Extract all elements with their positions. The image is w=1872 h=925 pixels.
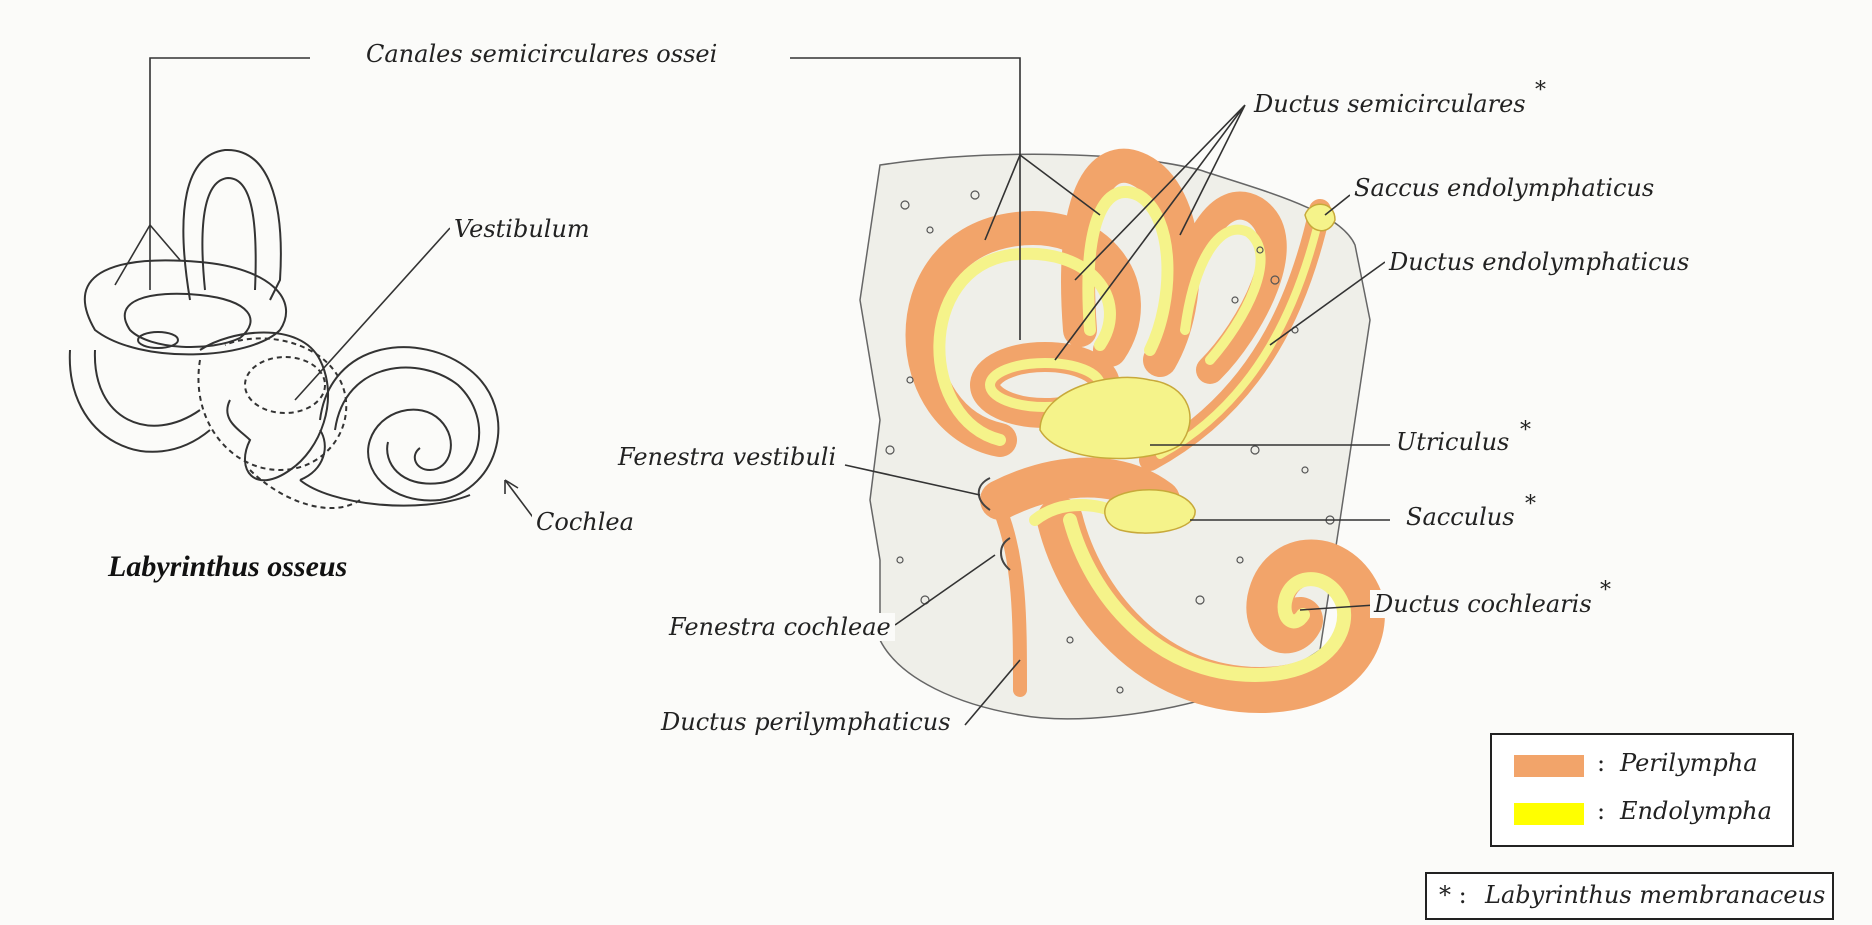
label-ductus-cochlearis: Ductus cochlearis — [1370, 590, 1596, 618]
legend-colon-perilympha: : — [1597, 749, 1605, 777]
label-saccus-endolymphaticus: Saccus endolymphaticus — [1350, 174, 1658, 202]
label-sacculus: Sacculus — [1402, 503, 1519, 531]
legend-membranaceus-label: Labyrinthus membranaceus — [1485, 881, 1825, 909]
title-labyrinthus-osseus: Labyrinthus osseus — [108, 550, 347, 584]
legend-membranaceus-key: * : — [1439, 881, 1467, 909]
label-canales-semicirculares-ossei: Canales semicirculares ossei — [362, 40, 721, 68]
legend-label-perilympha: Perilympha — [1620, 749, 1758, 777]
legend-swatch-endolympha — [1514, 803, 1584, 825]
asterisk-ductus-cochlearis: * — [1600, 578, 1611, 603]
label-fenestra-cochleae: Fenestra cochleae — [665, 613, 895, 641]
legend-colon-endolympha: : — [1597, 797, 1605, 825]
bony-labyrinth-drawing — [70, 150, 499, 508]
legend-membranaceus-box: * : Labyrinthus membranaceus — [1425, 872, 1834, 920]
label-vestibulum: Vestibulum — [450, 215, 594, 243]
legend-label-endolympha: Endolympha — [1620, 797, 1772, 825]
legend-swatch-perilympha — [1514, 755, 1584, 777]
asterisk-utriculus: * — [1520, 418, 1531, 443]
sacculus-blob — [1105, 490, 1195, 533]
label-cochlea: Cochlea — [532, 508, 638, 536]
label-utriculus: Utriculus — [1392, 428, 1513, 456]
legend-box: : Perilympha : Endolympha — [1490, 733, 1794, 847]
asterisk-ductus-semicirculares: * — [1535, 78, 1546, 103]
label-ductus-endolymphaticus: Ductus endolymphaticus — [1385, 248, 1693, 276]
asterisk-sacculus: * — [1525, 492, 1536, 517]
label-ductus-semicirculares: Ductus semicirculares — [1250, 90, 1530, 118]
label-fenestra-vestibuli: Fenestra vestibuli — [614, 443, 840, 471]
label-ductus-perilymphaticus: Ductus perilymphaticus — [657, 708, 955, 736]
